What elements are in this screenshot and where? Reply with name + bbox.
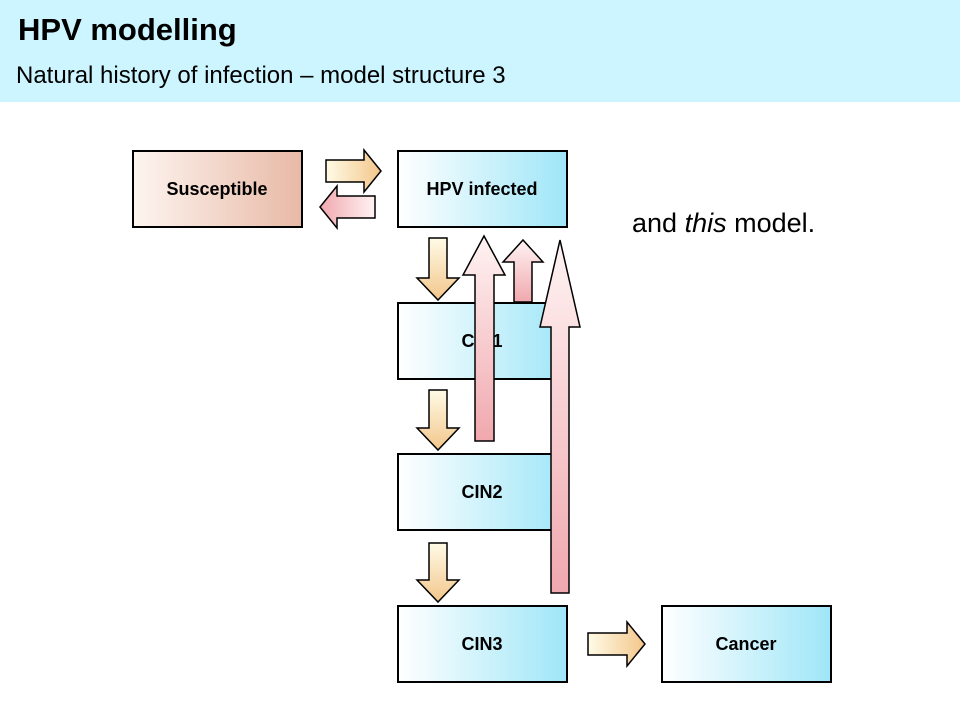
arrow-cin2-to-cin3 <box>415 542 461 604</box>
page-title: HPV modelling <box>18 12 237 47</box>
node-cancer-label: Cancer <box>715 634 776 654</box>
node-cin3: CIN3 <box>397 605 568 683</box>
node-cin3-label: CIN3 <box>461 634 502 654</box>
arrow-cin1-to-hpv <box>501 238 545 303</box>
arrow-cin2-to-hpv <box>461 234 507 442</box>
annotation-after: model. <box>726 208 816 238</box>
node-hpv-infected-label: HPV infected <box>426 179 537 199</box>
node-cin2: CIN2 <box>397 453 568 531</box>
node-susceptible-label: Susceptible <box>166 179 267 199</box>
node-cin2-label: CIN2 <box>461 482 502 502</box>
header-bar: HPV modelling Natural history of infecti… <box>0 0 960 102</box>
page-subtitle: Natural history of infection – model str… <box>16 62 506 89</box>
arrow-susceptible-to-hpv <box>325 147 382 195</box>
node-hpv-infected: HPV infected <box>397 150 568 228</box>
arrow-hpv-to-cin1 <box>415 237 461 302</box>
arrow-hpv-to-susceptible <box>319 183 376 231</box>
annotation-text: and this model. <box>632 208 815 239</box>
arrow-cin3-to-cancer <box>587 619 646 669</box>
node-cancer: Cancer <box>661 605 832 683</box>
annotation-emphasis: this <box>684 208 727 238</box>
annotation-before: and <box>632 208 685 238</box>
node-susceptible: Susceptible <box>132 150 303 228</box>
arrow-cin3-to-hpv <box>539 239 581 594</box>
arrow-cin1-to-cin2 <box>415 389 461 452</box>
